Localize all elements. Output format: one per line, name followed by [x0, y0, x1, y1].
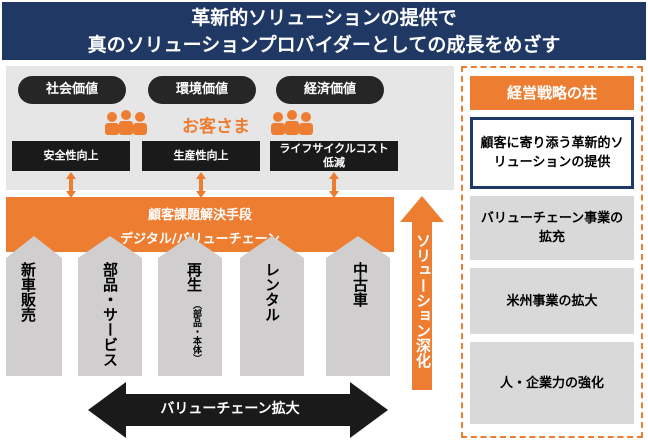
- outcome-productivity: 生産性向上: [142, 141, 260, 171]
- solution-deepening-arrow: [400, 196, 444, 390]
- value-environment: 環境価値: [148, 76, 256, 104]
- value-chain-expansion-arrow: [88, 382, 388, 438]
- strategy-item-2: バリューチェーン事業の拡充: [470, 196, 634, 260]
- people-icon: [271, 110, 313, 135]
- connector-arrows: [66, 172, 339, 198]
- strategy-panel: [461, 66, 643, 438]
- value-social: 社会価値: [18, 76, 126, 104]
- solution-deepening-label: ソリューション深化: [414, 232, 432, 368]
- outcome-lifecycle-cost: ライフサイクルコスト 低減: [270, 141, 398, 171]
- pillar-new-vehicles: 新車販売: [19, 262, 37, 322]
- header-line-2: 真のソリューションプロバイダーとしての成長をめざす: [87, 34, 561, 56]
- strategy-item-3: 米州事業の拡大: [470, 268, 634, 334]
- pillars-graphic: [6, 236, 390, 376]
- outcome-safety: 安全性向上: [12, 141, 130, 171]
- header-line-1: 革新的ソリューションの提供で: [191, 7, 457, 29]
- band-title: 顧客課題解決手段: [147, 208, 252, 223]
- value-economic: 経済価値: [276, 76, 384, 104]
- pillar-remanufacture: 再生: [185, 262, 203, 292]
- strategy-item-1: 顧客に寄り添う革新的ソリューションの提供: [470, 117, 634, 189]
- band-subtitle: デジタル/バリューチェーン: [120, 232, 280, 247]
- solution-band: [6, 197, 394, 252]
- customer-label: お客さま: [182, 117, 250, 137]
- outcome-lifecycle-line2: 低減: [323, 156, 345, 169]
- value-chain-expansion-label: バリューチェーン拡大: [160, 401, 300, 417]
- pillar-parts-service: 部品・サービス: [101, 262, 119, 367]
- pillar-used-vehicles: 中古車: [351, 262, 369, 307]
- strategy-item-4: 人・企業力の強化: [470, 342, 634, 424]
- pillar-remanufacture-note: （部品・本体）: [191, 300, 201, 363]
- pillar-rental: レンタル: [263, 262, 281, 322]
- people-icon: [105, 110, 147, 135]
- outcome-lifecycle-line1: ライフサイクルコスト: [279, 142, 389, 155]
- strategy-title: 経営戦略の柱: [470, 76, 634, 110]
- header-banner: 革新的ソリューションの提供で 真のソリューションプロバイダーとしての成長をめざす: [2, 2, 646, 60]
